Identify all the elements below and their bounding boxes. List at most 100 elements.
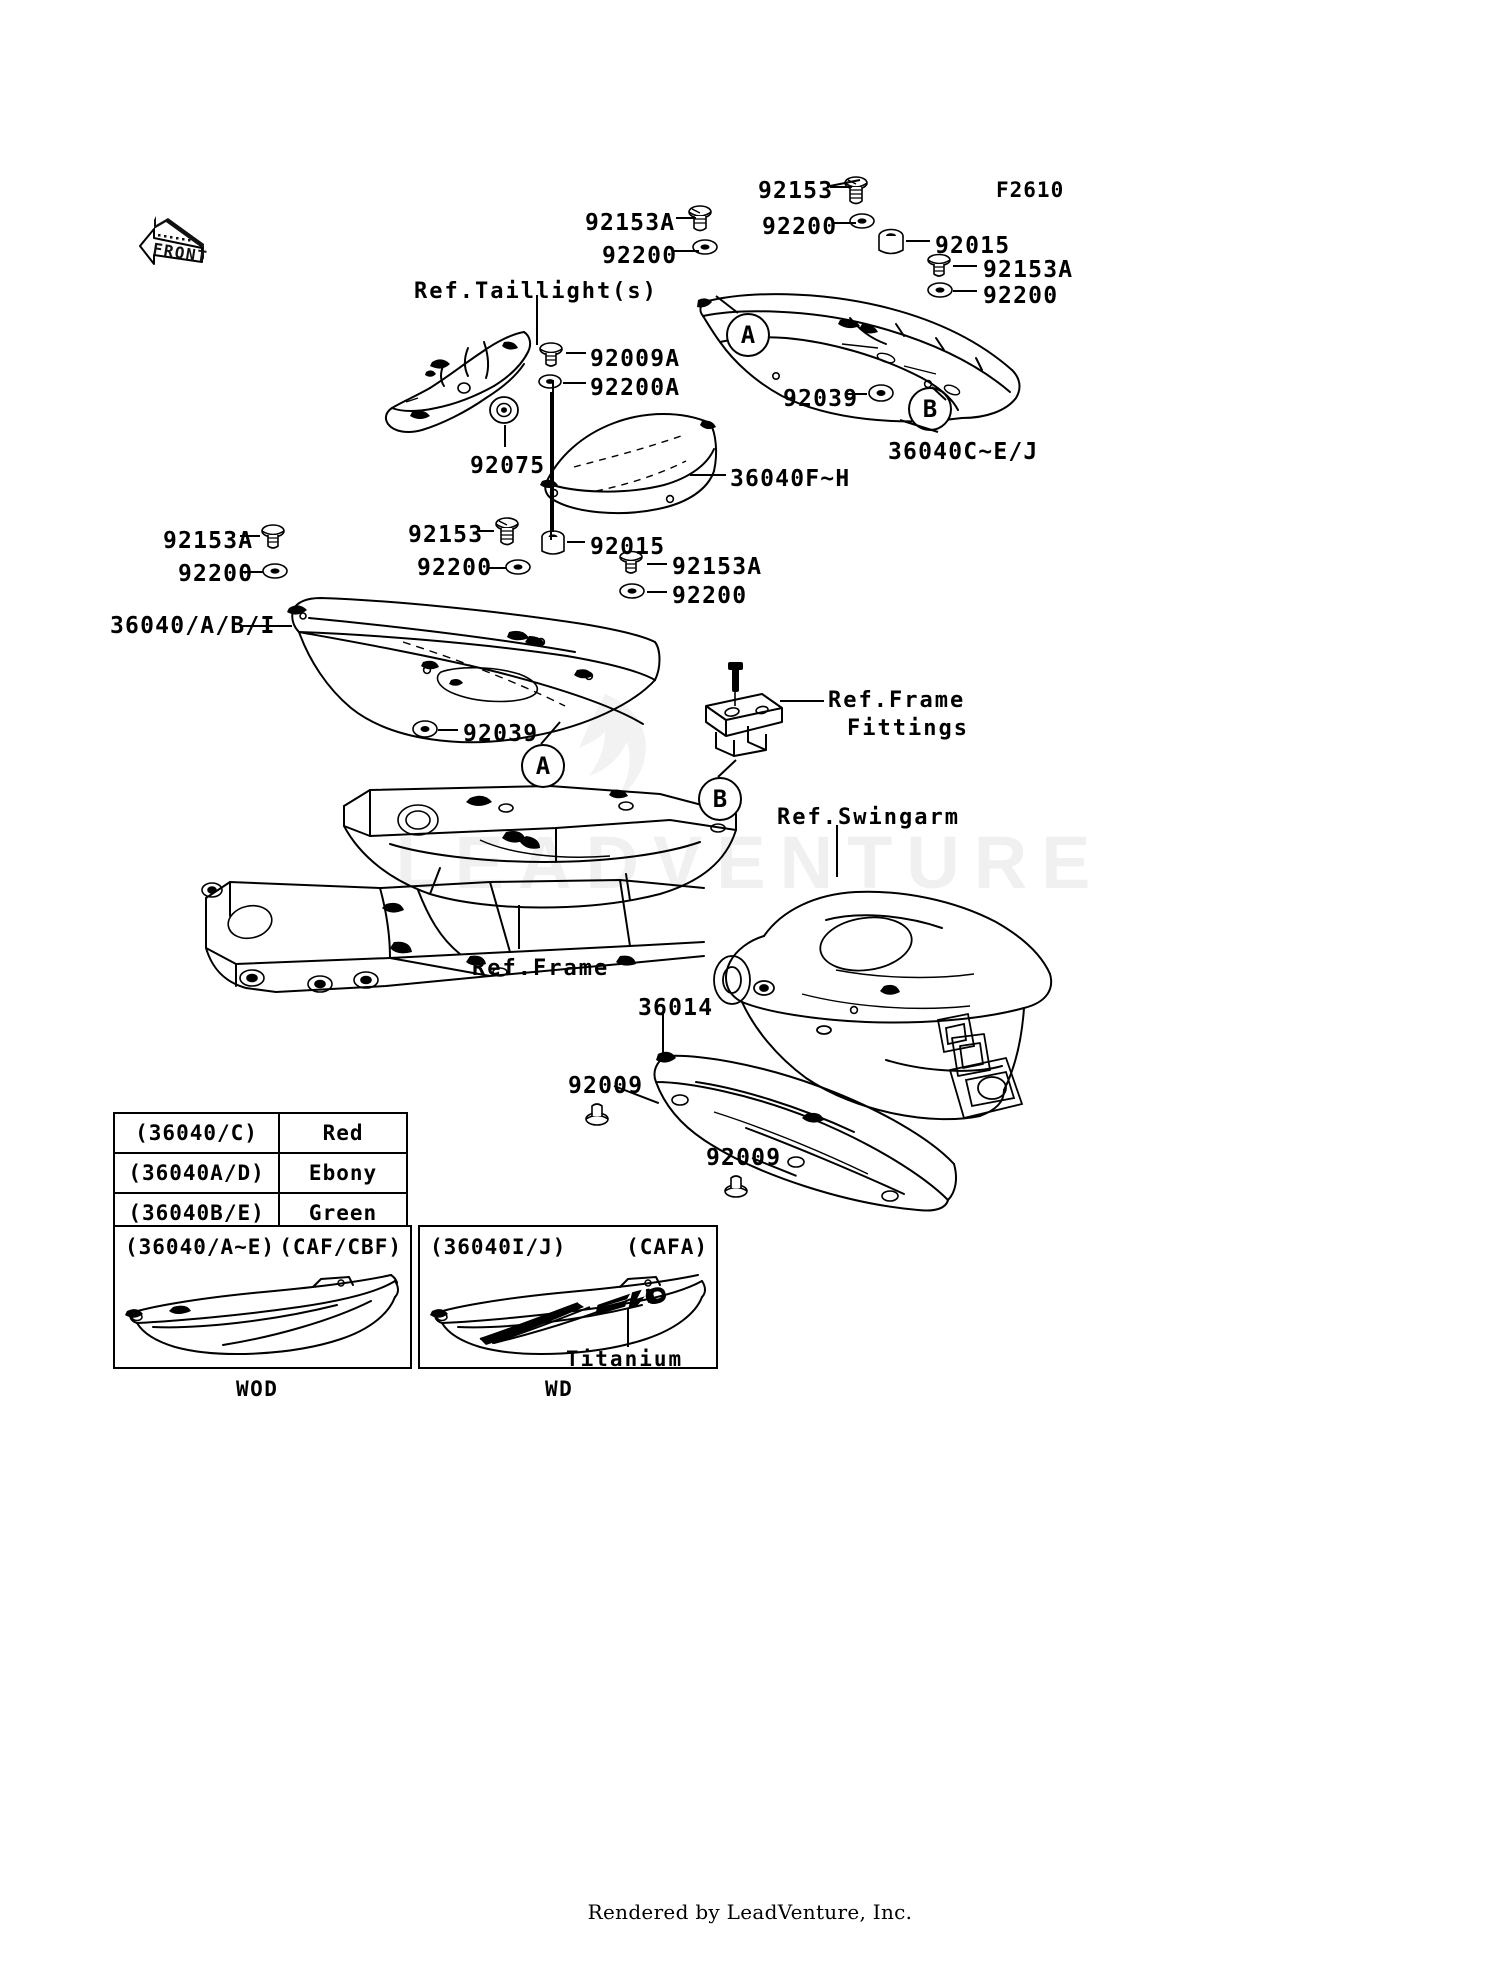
leader-92153a-mid2 <box>647 563 667 565</box>
callout-92153a-right: 92153A <box>983 257 1074 283</box>
callout-92200a: 92200A <box>590 375 681 401</box>
sheet-code: F2610 <box>996 178 1065 202</box>
table-row: (36040A/D) Ebony <box>112 1152 408 1194</box>
callout-92153-top: 92153 <box>758 178 834 204</box>
callout-ref-frame-fittings-2: Fittings <box>847 716 969 741</box>
subframe-art <box>330 770 760 920</box>
colour-code-cell: (36040A/D) <box>112 1152 281 1194</box>
watermark-text: LEADVENTURE <box>395 821 1105 904</box>
leader-36040abi <box>242 625 292 627</box>
washer-92200-right-icon <box>927 281 953 299</box>
circle-callout-b-top: B <box>908 387 952 431</box>
callout-ref-frame: Ref.Frame <box>472 956 610 981</box>
callout-92200-left: 92200 <box>178 561 254 587</box>
table-row: (36040/C) Red <box>112 1112 408 1154</box>
leader-36014-v <box>662 1012 664 1062</box>
callout-92153a-mid2: 92153A <box>672 554 763 580</box>
callout-92009-b: 92009 <box>706 1145 782 1171</box>
leader-92153a-right <box>953 265 977 267</box>
watermark-logo <box>545 690 665 820</box>
callout-92200-topright: 92200 <box>762 214 838 240</box>
front-arrow-icon: FRONT <box>128 198 228 278</box>
leader-92153a-left <box>240 535 260 537</box>
leader-92075-v <box>504 425 506 447</box>
leader-92153-mid <box>478 530 494 532</box>
variant-wod-title-right: (CAF/CBF) <box>279 1235 402 1259</box>
callout-92009a: 92009A <box>590 346 681 372</box>
washer-92200-topleft-icon <box>692 238 718 256</box>
leader-92015-mid <box>567 541 585 543</box>
colour-name-cell: Ebony <box>278 1152 408 1194</box>
screw-92153-mid-icon <box>493 516 521 550</box>
screw-92009-a-icon <box>583 1098 611 1128</box>
circle-callout-a-mid: A <box>521 744 565 788</box>
leader-92200a <box>563 382 586 384</box>
leader-92200-topright <box>834 222 856 224</box>
variant-box-wd: (36040I/J) (CAFA) <box>418 1225 718 1371</box>
leader-ref-taillight-v <box>536 295 538 345</box>
callout-36040fh: 36040F~H <box>730 466 851 492</box>
leader-92009a <box>566 352 586 354</box>
screw-92009-b-icon <box>722 1170 750 1200</box>
collar-92015-top-icon <box>876 228 906 260</box>
leader-titanium <box>627 1309 629 1347</box>
variant-wod-title-left: (36040/A~E) <box>125 1235 276 1259</box>
footer-credit: Rendered by LeadVenture, Inc. <box>587 1900 913 1924</box>
variant-wd-title-left: (36040I/J) <box>430 1235 567 1259</box>
screw-92153a-left-icon <box>259 523 287 555</box>
leader-92200-left <box>243 571 263 573</box>
side-cover-main-art <box>283 584 663 744</box>
callout-ref-taillight: Ref.Taillight(s) <box>414 279 658 304</box>
damper-92075-icon <box>488 396 520 426</box>
main-frame-art <box>190 860 710 1020</box>
variant-wd-caption: WD <box>545 1377 574 1401</box>
callout-92009-a: 92009 <box>568 1073 644 1099</box>
chain-guard-art <box>618 1028 958 1218</box>
seat-cowl-art <box>534 405 724 525</box>
collar-92015-mid-icon <box>539 529 567 561</box>
callout-92200-mid2: 92200 <box>672 583 748 609</box>
callout-92153a-left: 92153A <box>163 528 254 554</box>
leader-92200-topleft <box>673 250 699 252</box>
callout-92200-mid: 92200 <box>417 555 493 581</box>
circle-callout-a-top: A <box>726 313 770 357</box>
variant-wd-cover-art <box>428 1267 710 1359</box>
callout-92015-top: 92015 <box>935 233 1011 259</box>
washer-92200-topright-icon <box>849 212 875 230</box>
variant-wd-title-right: (CAFA) <box>626 1235 708 1259</box>
leader-92153-line <box>830 186 852 188</box>
callout-92015-mid: 92015 <box>590 534 666 560</box>
nut-92039-top-icon <box>868 383 894 403</box>
washer-92200a-icon <box>538 373 562 390</box>
callout-ref-frame-fittings-1: Ref.Frame <box>828 688 966 713</box>
callout-36040cej: 36040C~E/J <box>888 439 1039 465</box>
washer-92200-left-icon <box>262 562 288 580</box>
colour-code-table: (36040/C) Red (36040A/D) Ebony (36040B/E… <box>112 1112 408 1234</box>
callout-36040abi: 36040/A/B/I <box>110 613 276 639</box>
leader-92200-right <box>953 290 977 292</box>
leader-92200-mid2 <box>647 591 667 593</box>
leader-92200-mid <box>487 567 506 569</box>
washer-92200-mid2-icon <box>619 582 645 600</box>
leader-92015-top <box>906 240 930 242</box>
frame-fitting-art <box>688 660 798 770</box>
screw-92153-top-icon <box>842 175 870 209</box>
leader-92039-mid <box>438 729 458 731</box>
callout-92153-mid: 92153 <box>408 522 484 548</box>
leader-ref-frame-fit <box>780 700 824 702</box>
swingarm-art <box>706 860 1056 1150</box>
screw-92009a-icon <box>537 341 565 373</box>
screw-92153a-top-icon <box>686 204 714 238</box>
variant-wod-cover-art <box>123 1267 403 1359</box>
callout-92039-mid: 92039 <box>463 721 539 747</box>
leader-36040fh <box>690 474 726 476</box>
leader-92153a-top <box>676 217 696 219</box>
colour-name-cell: Red <box>278 1112 408 1154</box>
callout-92200-topleft: 92200 <box>602 243 678 269</box>
variant-wod-caption: WOD <box>236 1377 279 1401</box>
callout-ref-swingarm: Ref.Swingarm <box>777 805 960 830</box>
washer-92200-mid-icon <box>505 558 531 576</box>
taillight-art <box>372 328 552 438</box>
callout-92153a-top: 92153A <box>585 210 676 236</box>
